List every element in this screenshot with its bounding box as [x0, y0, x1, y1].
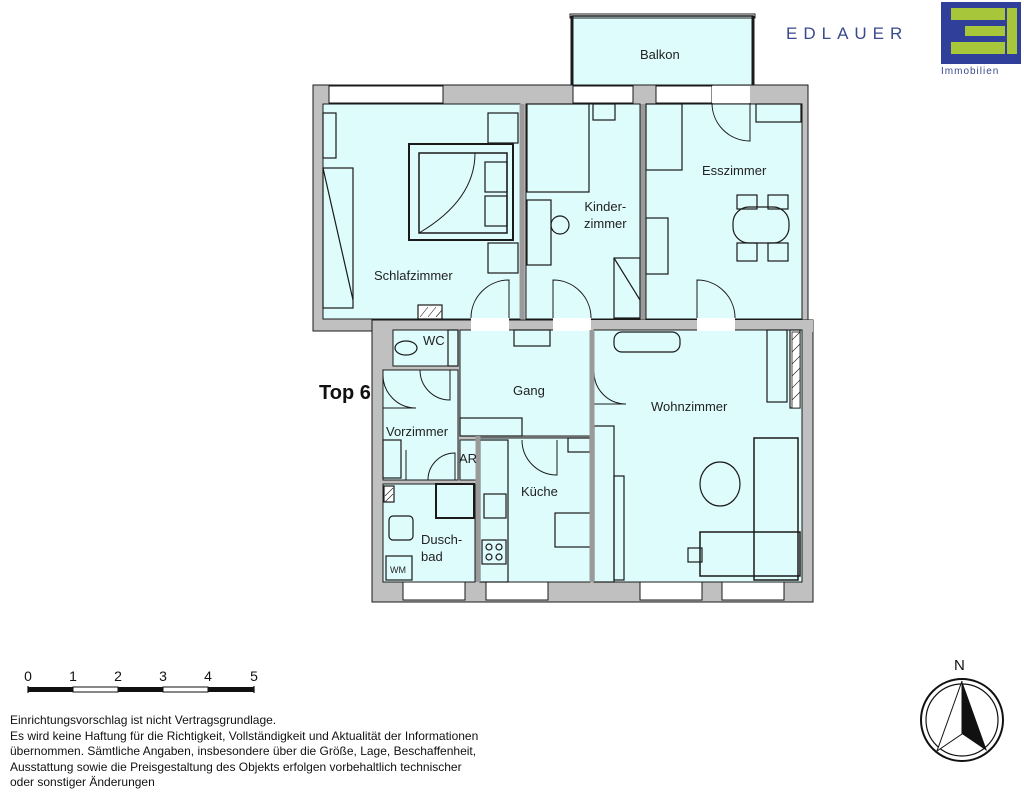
scale-tick-3: 3 — [159, 668, 167, 684]
room-label-wohnzimmer: Wohnzimmer — [651, 399, 728, 414]
room-kinderzimmer — [525, 103, 641, 320]
north-arrow-icon — [920, 678, 1004, 762]
room-label-vorzimmer: Vorzimmer — [386, 424, 449, 439]
disclaimer-line: Ausstattung sowie die Preisgestaltung de… — [10, 759, 462, 774]
room-label-wc: WC — [423, 333, 445, 348]
room-label-wm: WM — [390, 565, 406, 575]
disclaimer-line: Einrichtungsvorschlag ist nicht Vertrags… — [10, 713, 277, 727]
windows — [328, 85, 785, 601]
floor-plan — [312, 13, 814, 603]
room-label-esszimmer: Esszimmer — [702, 163, 767, 178]
logo-mark-icon — [941, 2, 1021, 64]
door-swings — [382, 102, 751, 481]
room-label-gang: Gang — [513, 383, 545, 398]
room-duschbad — [382, 483, 476, 583]
room-label-duschbad: Dusch- bad — [421, 531, 462, 565]
room-label-kueche: Küche — [521, 484, 558, 499]
room-fills — [322, 103, 803, 583]
scale-bar-graphic — [27, 686, 255, 693]
scale-tick-2: 2 — [114, 668, 122, 684]
room-label-schlafzimmer: Schlafzimmer — [374, 268, 453, 283]
disclaimer: Einrichtungsvorschlag ist nicht Vertrags… — [10, 713, 610, 791]
compass-north-label: N — [954, 657, 965, 674]
scale-tick-1: 1 — [69, 668, 77, 684]
scale-tick-5: 5 — [250, 668, 258, 684]
room-kueche — [479, 437, 591, 583]
balcony-area — [569, 13, 756, 89]
shafts — [384, 306, 801, 503]
room-schlafzimmer — [322, 103, 521, 320]
room-label-balkon: Balkon — [640, 47, 680, 62]
room-label-kinderzimmer-line2: zimmer — [584, 216, 627, 231]
scale-bar: 0 1 2 3 4 5 — [22, 668, 262, 698]
scale-tick-0: 0 — [24, 668, 32, 684]
room-wohnzimmer — [593, 329, 803, 583]
unit-label: Top 6 — [319, 382, 371, 404]
room-label-ar: AR — [459, 451, 478, 466]
disclaimer-line: übernommen. Sämtliche Angaben, insbesond… — [10, 744, 477, 758]
scale-tick-4: 4 — [204, 668, 212, 684]
room-vorzimmer — [382, 369, 459, 481]
interior-walls — [475, 104, 646, 582]
room-label-duschbad-line2: bad — [421, 549, 443, 564]
disclaimer-line: oder sonstiger Änderungen — [10, 775, 155, 789]
brand-subtitle: Immobilien — [941, 66, 1000, 77]
brand-name: EDLAUER — [786, 24, 909, 43]
disclaimer-line: Es wird keine Haftung für die Richtigkei… — [10, 728, 479, 743]
room-label-kinderzimmer: Kinder- zimmer — [584, 198, 627, 232]
room-wc — [392, 329, 459, 367]
room-label-kinderzimmer-line1: Kinder- — [584, 199, 627, 214]
room-label-duschbad-line1: Dusch- — [421, 532, 463, 547]
room-esszimmer — [645, 103, 803, 320]
